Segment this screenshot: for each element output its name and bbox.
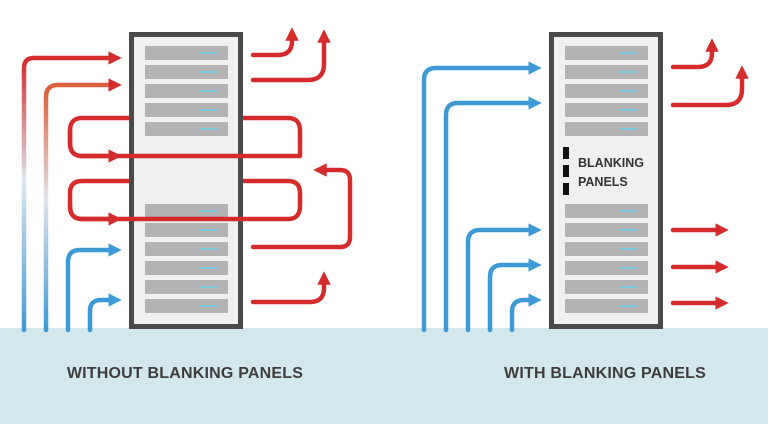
left-exhaust-return-arrow	[250, 163, 353, 250]
server-stack-right-lower	[565, 204, 648, 313]
blanking-marker	[563, 165, 569, 177]
left-intake-arrow-second	[43, 78, 122, 333]
right-intake-arrow-1	[421, 61, 542, 333]
blanking-panel-label-line1: BLANKING	[578, 156, 644, 170]
server-rack-right: BLANKING PANELS	[549, 32, 663, 329]
blanking-marker	[563, 147, 569, 159]
left-intake-arrow-top	[21, 51, 122, 333]
left-exhaust-arrow-bottom	[250, 271, 331, 305]
right-exhaust-arrow-1	[670, 38, 719, 70]
raised-floor	[0, 328, 768, 424]
server-rack-left	[129, 32, 243, 329]
left-airflow-front	[67, 27, 353, 305]
caption-with-blanking-panels: WITH BLANKING PANELS	[504, 365, 706, 382]
right-exhaust-arrow-2	[670, 65, 749, 108]
blanking-marker	[563, 183, 569, 195]
right-intake-arrow-5	[509, 293, 542, 333]
left-exhaust-arrow-1	[250, 27, 299, 58]
blanking-panel-label-line2: PANELS	[578, 175, 628, 189]
right-airflow	[421, 38, 749, 333]
right-intake-arrow-3	[465, 223, 542, 333]
server-stack-left-upper	[145, 46, 228, 136]
server-stack-left-lower	[145, 204, 228, 313]
right-intake-arrow-4	[487, 258, 542, 333]
blanking-panel-markers	[563, 147, 569, 195]
caption-without-blanking-panels: WITHOUT BLANKING PANELS	[66, 365, 304, 382]
server-stack-right-upper	[565, 46, 648, 136]
left-loop-upper-front	[67, 128, 303, 159]
left-intake-arrow-bottom	[87, 293, 122, 333]
right-intake-arrow-2	[443, 96, 542, 333]
left-exhaust-arrow-2	[250, 29, 331, 83]
left-intake-arrow-low	[65, 243, 122, 333]
left-loop-lower-front	[67, 198, 303, 222]
